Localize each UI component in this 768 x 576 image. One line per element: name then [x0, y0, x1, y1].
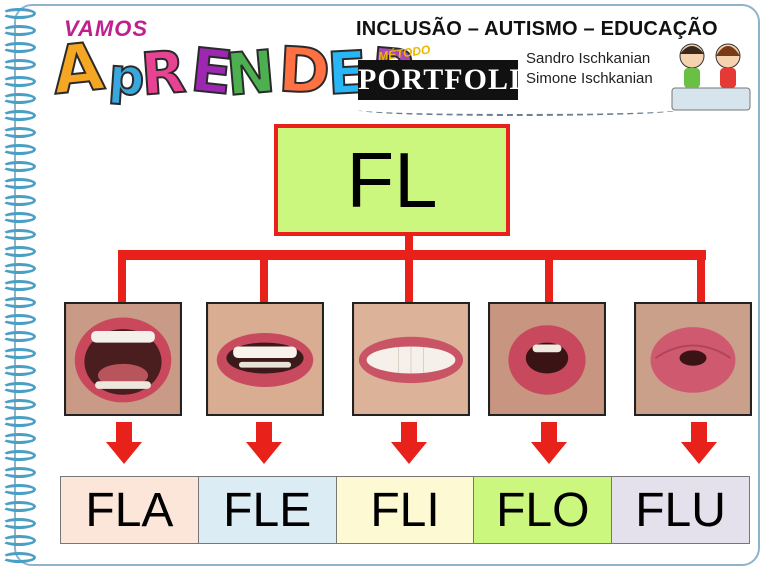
spiral-coil: [2, 450, 36, 461]
spiral-coil: [2, 484, 36, 495]
spiral-coil: [2, 365, 36, 376]
mouth-a-icon: [64, 302, 182, 416]
spiral-coil: [2, 501, 36, 512]
spiral-coil: [2, 195, 36, 206]
spiral-coil: [2, 331, 36, 342]
spiral-coil: [2, 212, 36, 223]
spiral-coil: [2, 161, 36, 172]
down-arrow-icon: [391, 422, 427, 464]
down-arrow-icon: [246, 422, 282, 464]
portfolio-logo: PORTFOLIO: [358, 60, 545, 100]
author-name: Sandro Ischkanian: [526, 50, 651, 67]
spiral-coil: [2, 382, 36, 393]
main-syllable-box: FL: [274, 124, 510, 236]
spiral-coil: [2, 416, 36, 427]
children-illustration-icon: [671, 43, 751, 111]
syllable-flu: FLU: [612, 477, 749, 543]
spiral-coil: [2, 110, 36, 121]
spiral-coil: [2, 246, 36, 257]
spiral-coil: [2, 399, 36, 410]
down-arrow-icon: [681, 422, 717, 464]
mouth-i-icon: [352, 302, 470, 416]
spiral-coil: [2, 348, 36, 359]
spiral-coil: [2, 552, 36, 563]
spiral-coil: [2, 229, 36, 240]
down-arrow-icon: [106, 422, 142, 464]
spiral-coil: [2, 518, 36, 529]
syllable-fle: FLE: [198, 477, 337, 543]
syllable-row: FLA FLE FLI FLO FLU: [60, 476, 750, 544]
spiral-coil: [2, 263, 36, 274]
spiral-coil: [2, 144, 36, 155]
vamos-label: VAMOS: [64, 16, 149, 41]
spiral-coil: [2, 59, 36, 70]
syllable-flo: FLO: [474, 477, 613, 543]
spiral-coil: [2, 280, 36, 291]
spiral-coil: [2, 433, 36, 444]
spiral-coil: [2, 297, 36, 308]
spiral-coil: [2, 93, 36, 104]
spiral-binding: [0, 0, 44, 576]
mouth-u-icon: [634, 302, 752, 416]
spiral-coil: [2, 467, 36, 478]
syllable-fli: FLI: [336, 477, 475, 543]
syllable-fla: FLA: [61, 477, 199, 543]
author-name: Simone Ischkanian: [526, 70, 653, 87]
spiral-coil: [2, 8, 36, 19]
spiral-coil: [2, 42, 36, 53]
spiral-coil: [2, 535, 36, 546]
down-arrows: [106, 422, 717, 464]
spiral-coil: [2, 178, 36, 189]
mouth-e-icon: [206, 302, 324, 416]
spiral-coil: [2, 314, 36, 325]
spiral-coil: [2, 76, 36, 87]
spiral-coil: [2, 127, 36, 138]
spiral-coil: [2, 25, 36, 36]
mouth-o-icon: [488, 302, 606, 416]
tagline: INCLUSÃO – AUTISMO – EDUCAÇÃO: [356, 18, 718, 40]
down-arrow-icon: [531, 422, 567, 464]
decorative-dashed-line: [358, 104, 678, 116]
